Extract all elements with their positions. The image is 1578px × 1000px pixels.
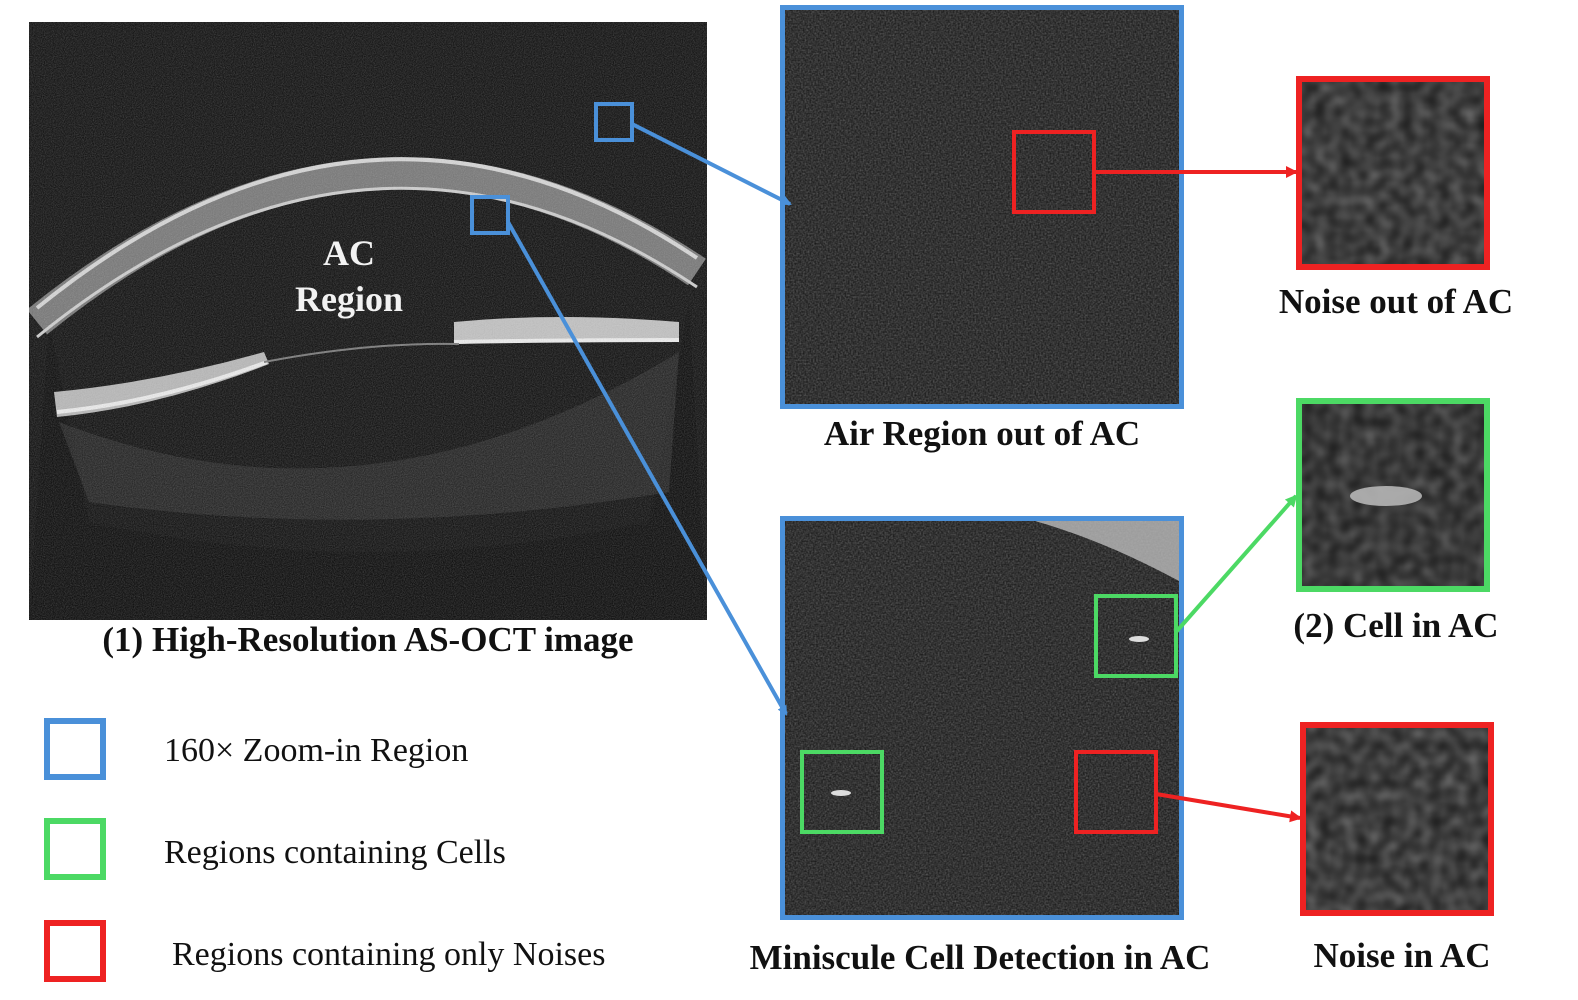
arrow-to-cell-panel bbox=[506, 221, 788, 716]
legend-label-noise: Regions containing only Noises bbox=[172, 936, 606, 973]
noise-out-caption: Noise out of AC bbox=[1278, 282, 1514, 321]
cell-detection-caption: Miniscule Cell Detection in AC bbox=[749, 938, 1211, 977]
cell-in-caption: (2) Cell in AC bbox=[1293, 606, 1499, 645]
arrow-to-noise-in bbox=[1155, 792, 1302, 823]
oct-image-caption: (1) High-Resolution AS-OCT image bbox=[102, 620, 634, 659]
legend-label-cells: Regions containing Cells bbox=[164, 834, 506, 871]
legend-swatch-noise bbox=[44, 920, 106, 982]
noise-in-pixels bbox=[1306, 728, 1488, 910]
legend-label-zoom: 160× Zoom-in Region bbox=[164, 732, 469, 769]
cell-box-1 bbox=[1094, 594, 1178, 678]
noise-out-pixels bbox=[1302, 82, 1484, 264]
zoom-box-air bbox=[594, 102, 634, 142]
ac-region-label: AC Region bbox=[269, 230, 429, 322]
noise-out-panel bbox=[1296, 76, 1490, 270]
cell-detection-panel bbox=[780, 516, 1184, 920]
noise-in-panel bbox=[1300, 722, 1494, 916]
arrow-to-air-panel bbox=[631, 122, 792, 206]
arrow-to-cell-in bbox=[1174, 494, 1298, 634]
cell-box-2 bbox=[800, 750, 884, 834]
noise-box-ac bbox=[1074, 750, 1158, 834]
legend-swatch-cells bbox=[44, 818, 106, 880]
legend-swatch-zoom bbox=[44, 718, 106, 780]
ac-label-line2: Region bbox=[295, 279, 403, 319]
cell-in-pixels bbox=[1302, 404, 1484, 586]
ac-label-line1: AC bbox=[323, 233, 375, 273]
noise-in-caption: Noise in AC bbox=[1313, 936, 1491, 975]
noise-box-air bbox=[1012, 130, 1096, 214]
air-region-noise bbox=[785, 10, 1179, 404]
zoom-box-ac bbox=[470, 195, 510, 235]
cell-in-panel bbox=[1296, 398, 1490, 592]
cell-detection-noise bbox=[785, 521, 1179, 915]
air-region-panel bbox=[780, 5, 1184, 409]
air-region-caption: Air Region out of AC bbox=[823, 414, 1141, 453]
